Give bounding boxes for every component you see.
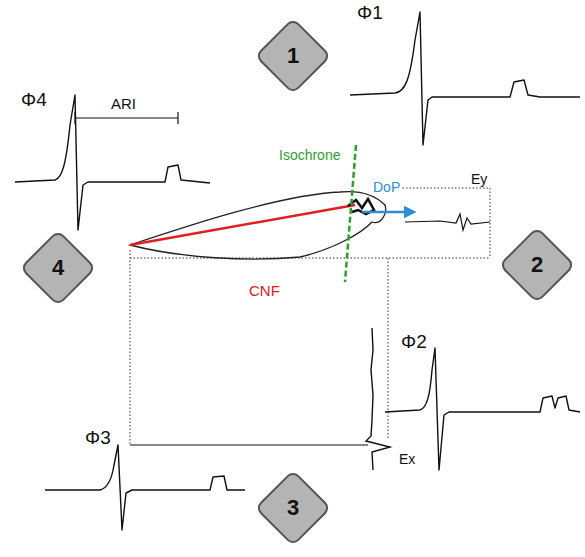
callout-number: 1 <box>252 15 334 97</box>
potential-label: Φ2 <box>400 332 428 353</box>
interval-bracket <box>75 112 178 124</box>
electrogram-trace <box>350 12 580 145</box>
electrogram-trace <box>45 445 245 530</box>
direction-label: DoP <box>372 180 401 195</box>
callout-number: 1 <box>287 43 299 69</box>
potential-label: Φ1 <box>356 3 384 24</box>
callout-number: 2 <box>531 252 543 278</box>
isochrone-line <box>345 145 356 282</box>
signal-label: Ex <box>398 452 416 467</box>
conduction-line <box>130 205 355 245</box>
numbered-diamond: 4 <box>17 227 99 309</box>
conduction-label: CNF <box>248 283 281 300</box>
numbered-diamond: 3 <box>252 467 334 549</box>
interval-label: ARI <box>110 96 137 113</box>
callout-number: 3 <box>252 467 334 549</box>
signal-trace <box>366 328 390 470</box>
isochrone-label: Isochrone <box>278 148 341 163</box>
callout-number: 2 <box>496 224 578 306</box>
direction-arrow <box>362 211 414 214</box>
projection-guides <box>130 188 490 445</box>
diamond-outline <box>256 19 330 93</box>
projection-axis <box>130 444 368 445</box>
numbered-diamond: 2 <box>496 224 578 306</box>
diamond-outline <box>256 471 330 545</box>
signal-trace <box>405 214 490 230</box>
potential-label: Φ4 <box>20 90 48 111</box>
callout-number: 4 <box>52 255 64 281</box>
numbered-diamond: 1 <box>252 15 334 97</box>
potential-label: Φ3 <box>84 428 112 449</box>
diamond-outline <box>21 231 95 305</box>
diamond-outline <box>500 228 574 302</box>
electrogram-trace <box>15 95 210 230</box>
electrogram-trace <box>385 348 580 470</box>
signal-label: Ey <box>470 172 488 187</box>
callout-number: 4 <box>17 227 99 309</box>
callout-number: 3 <box>287 495 299 521</box>
